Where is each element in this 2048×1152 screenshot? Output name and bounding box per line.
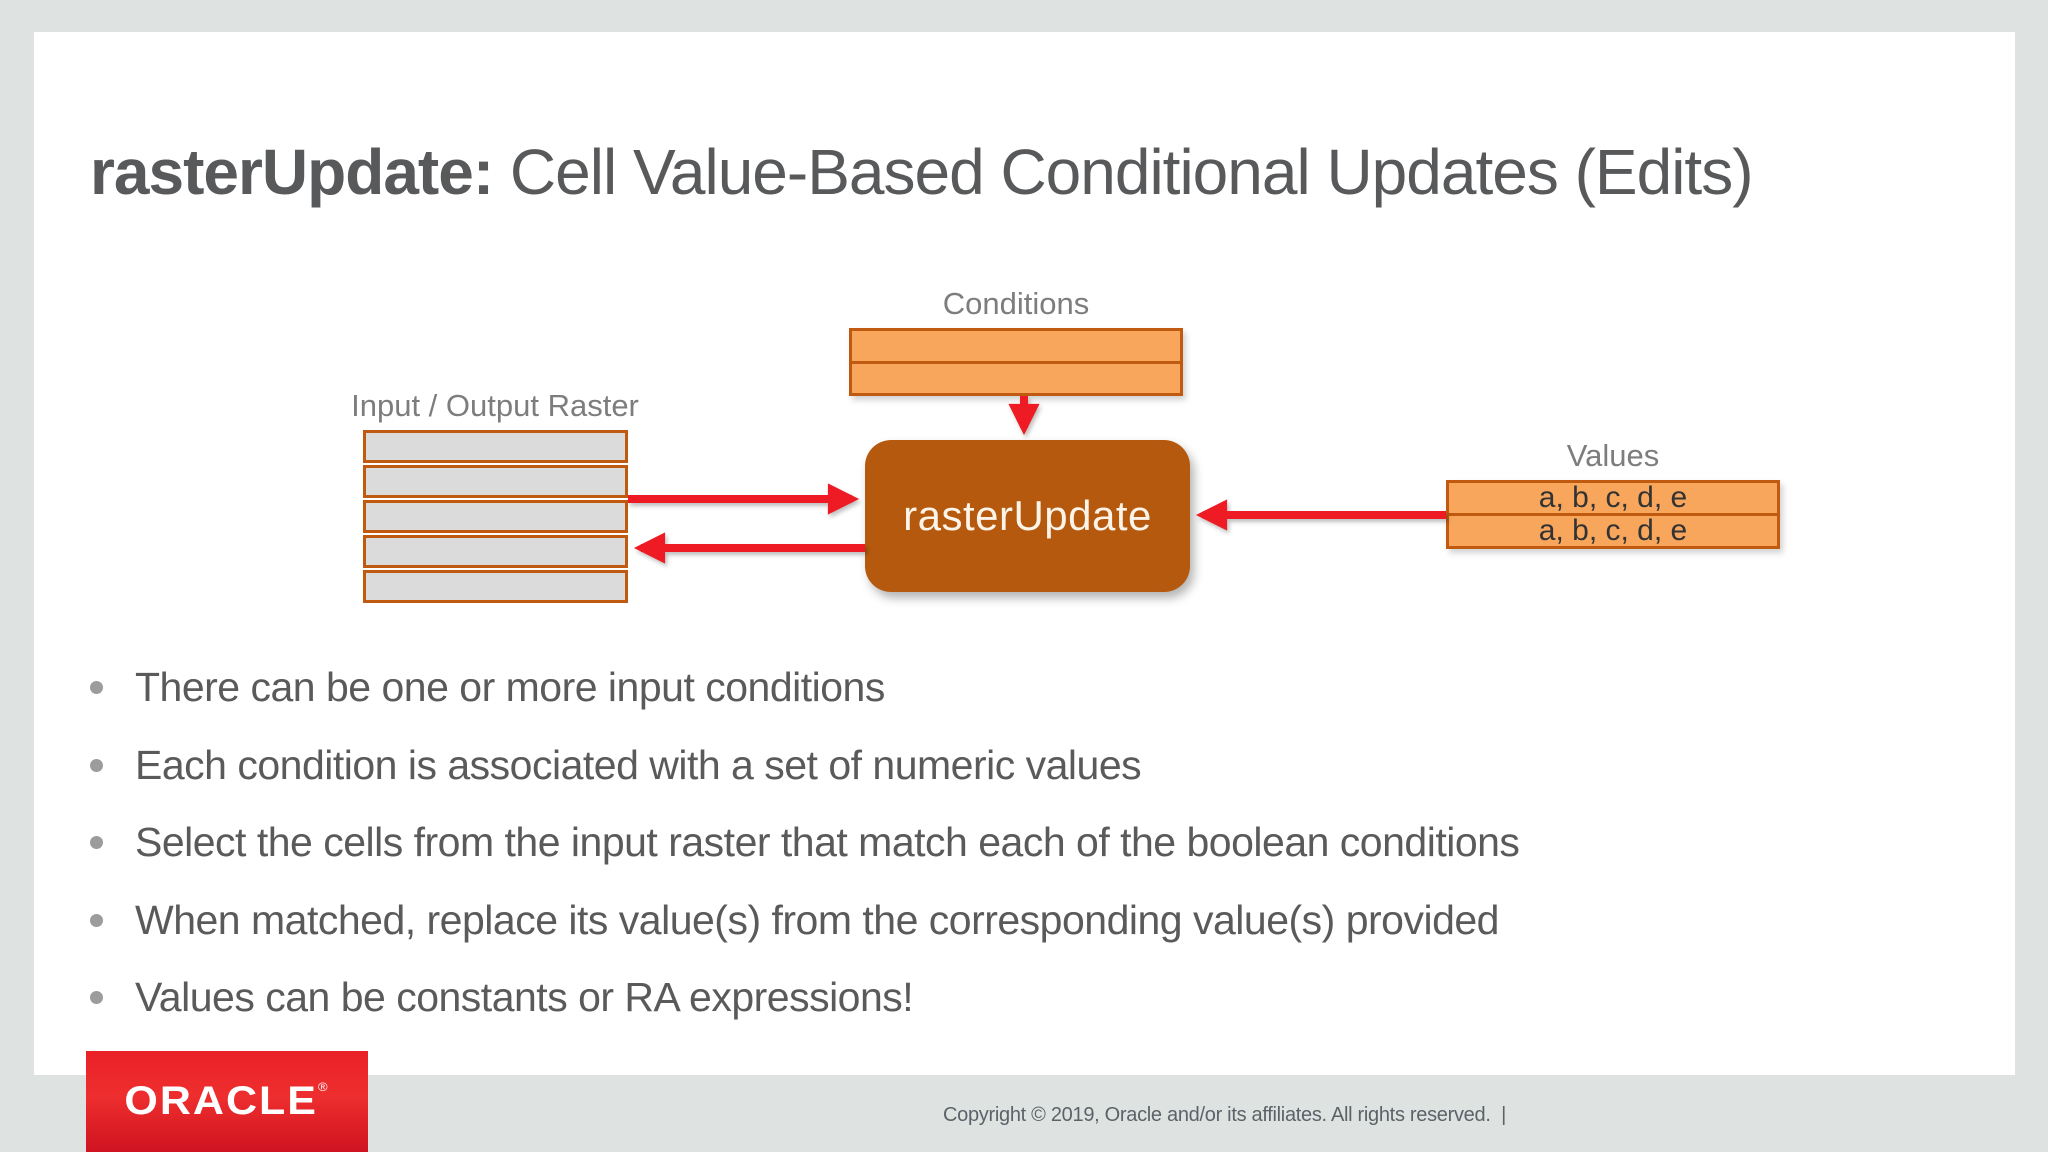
conditions-box: [849, 328, 1183, 396]
bullet-dot-icon: [90, 758, 103, 772]
process-label: rasterUpdate: [903, 492, 1152, 539]
registered-mark: ®: [317, 1079, 330, 1094]
slide-title: rasterUpdate: Cell Value-Based Condition…: [90, 132, 1754, 212]
bullet-dot-icon: [90, 681, 103, 695]
bullet-list: There can be one or more input condition…: [90, 649, 1520, 1037]
list-item: When matched, replace its value(s) from …: [90, 882, 1519, 960]
list-item: Values can be constants or RA expression…: [90, 959, 1519, 1037]
values-box: a, b, c, d, e a, b, c, d, e: [1446, 480, 1780, 549]
copyright-text: Copyright © 2019, Oracle and/or its affi…: [943, 1104, 1506, 1126]
conditions-row: [852, 364, 1180, 394]
slide-canvas: rasterUpdate: Cell Value-Based Condition…: [34, 32, 2015, 1075]
list-item: Each condition is associated with a set …: [90, 727, 1519, 805]
oracle-wordmark: ORACLE®: [124, 1078, 330, 1124]
bullet-text: When matched, replace its value(s) from …: [135, 896, 1500, 943]
oracle-logo: ORACLE®: [86, 1051, 368, 1152]
values-row: a, b, c, d, e: [1449, 481, 1777, 516]
raster-box: [363, 430, 628, 603]
raster-row: [363, 430, 628, 463]
values-row: a, b, c, d, e: [1538, 514, 1688, 547]
list-item: Select the cells from the input raster t…: [90, 804, 1520, 882]
raster-label: Input / Output Raster: [351, 388, 639, 423]
raster-row: [363, 570, 628, 603]
values-label: Values: [1566, 438, 1660, 473]
bullet-dot-icon: [90, 836, 103, 850]
bullet-text: Select the cells from the input raster t…: [135, 819, 1520, 866]
bullet-text: Values can be constants or RA expression…: [135, 974, 914, 1021]
title-rest: Cell Value-Based Conditional Updates (Ed…: [493, 136, 1754, 208]
bullet-text: Each condition is associated with a set …: [135, 741, 1142, 788]
raster-row: [363, 535, 628, 568]
raster-row: [363, 465, 628, 498]
process-node: rasterUpdate: [865, 440, 1190, 592]
conditions-row: [852, 331, 1180, 364]
raster-row: [363, 500, 628, 533]
title-keyword: rasterUpdate:: [90, 136, 494, 208]
list-item: There can be one or more input condition…: [90, 649, 1519, 727]
bullet-dot-icon: [90, 991, 103, 1005]
bullet-text: There can be one or more input condition…: [135, 664, 885, 711]
bullet-dot-icon: [90, 913, 103, 927]
conditions-label: Conditions: [942, 286, 1090, 321]
